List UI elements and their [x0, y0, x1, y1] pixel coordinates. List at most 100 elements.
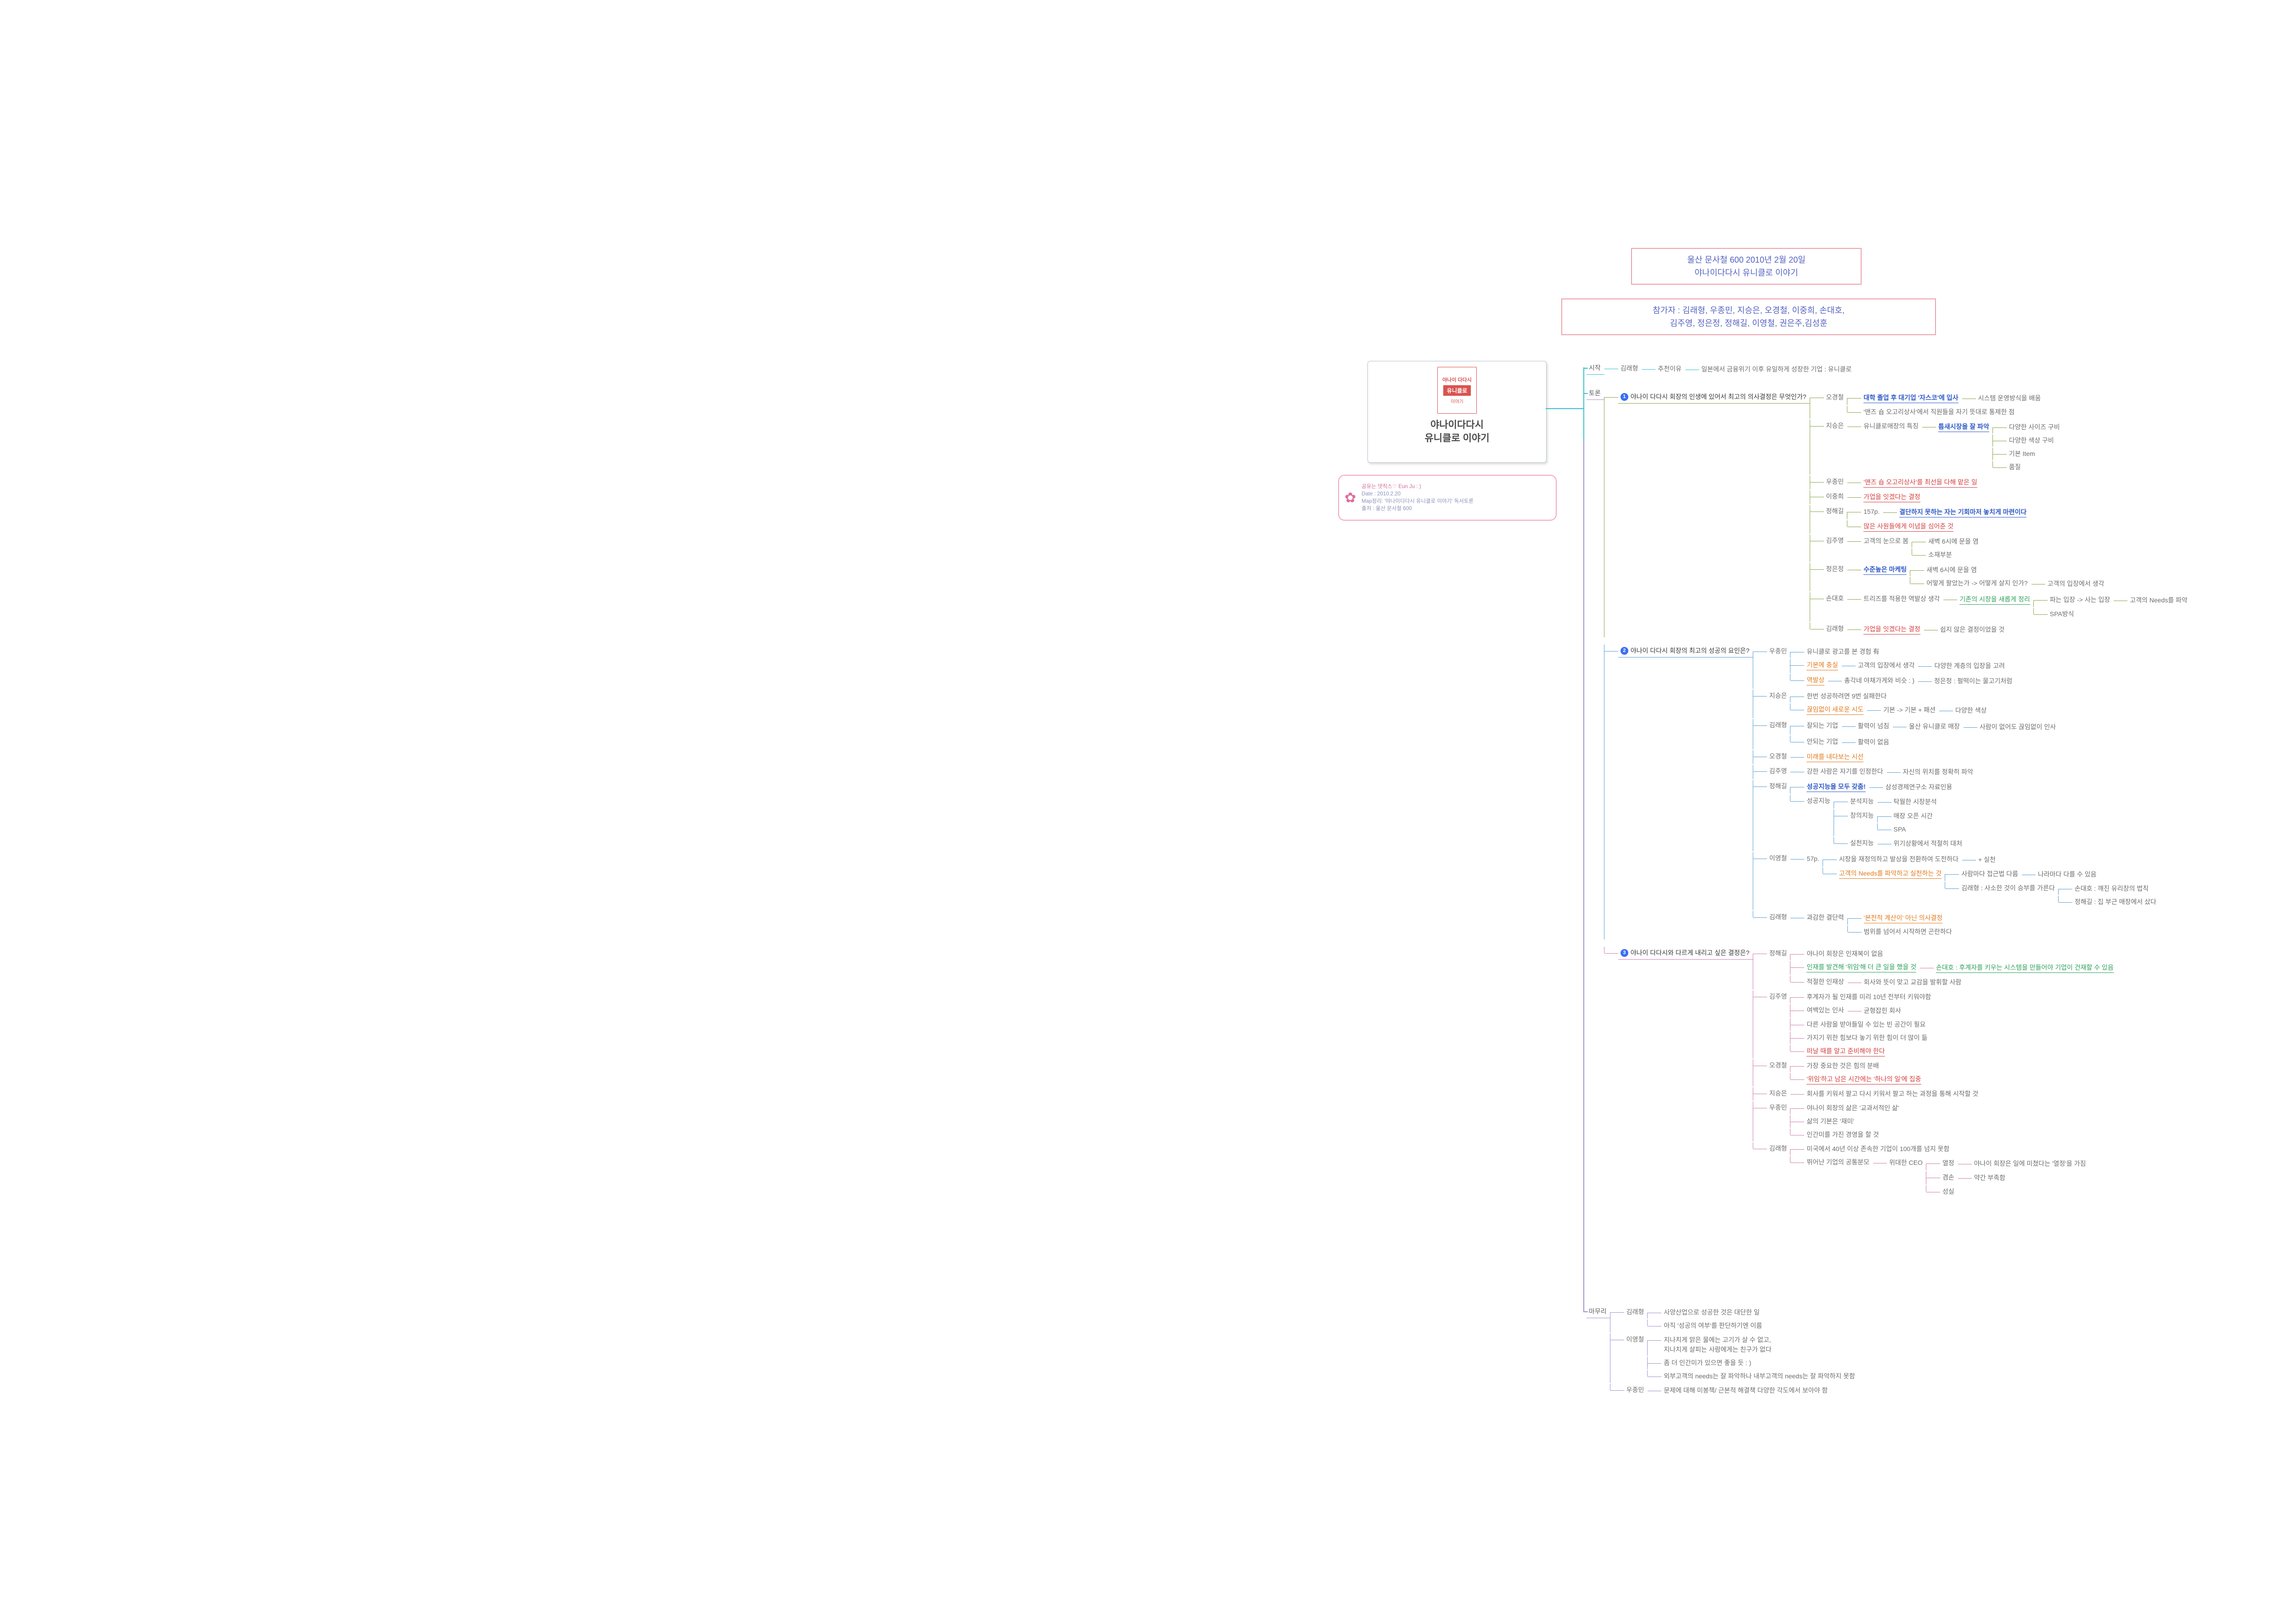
map-node[interactable]: 많은 사원들에게 이념을 심어준 것: [1861, 520, 1957, 533]
map-node[interactable]: 강한 사람은 자기를 인정한다: [1804, 765, 1886, 778]
map-node[interactable]: 김주영: [1767, 990, 1791, 1003]
map-node[interactable]: 균형잡힌 회사: [1862, 1005, 1905, 1017]
map-node[interactable]: 범위를 넘어서 시작하면 곤란하다: [1862, 926, 1956, 938]
map-node[interactable]: 이중희: [1824, 490, 1848, 503]
map-node[interactable]: 일본에서 금융위기 이후 유일하게 성장한 기업 : 유니클로: [1699, 363, 1855, 376]
map-node[interactable]: 지나치게 맑은 물에는 고기가 살 수 없고, 지나치게 살피는 사람에게는 친…: [1661, 1334, 1775, 1356]
map-node[interactable]: '맨즈 숍 오고리상사'에서 직원들을 자기 뜻대로 통제한 점: [1861, 406, 2018, 418]
map-node[interactable]: 탁월한 시장분석: [1891, 796, 1941, 808]
map-node[interactable]: 삼성경제연구소 자료인용: [1883, 781, 1956, 793]
map-node[interactable]: 적절한 인재상: [1804, 976, 1847, 988]
map-node[interactable]: 안되는 기업: [1804, 736, 1841, 748]
map-node[interactable]: 트리즈를 적용한 역발상 생각: [1861, 593, 1943, 605]
map-node[interactable]: 야나이 회장은 일에 미쳤다는 '열정'을 가짐: [1972, 1157, 2090, 1170]
map-node[interactable]: SPA: [1891, 823, 1910, 836]
map-node[interactable]: 정은정: [1824, 563, 1848, 575]
map-node[interactable]: 위기상황에서 적절히 대처: [1891, 837, 1966, 850]
map-node[interactable]: 손대호 : 깨진 유리창의 법칙: [2072, 882, 2152, 895]
map-node[interactable]: 가지기 위한 힘보다 놓기 위한 힘이 더 많이 듦: [1804, 1032, 1931, 1044]
map-node[interactable]: 이영철: [1767, 852, 1791, 865]
map-node[interactable]: 오경철: [1767, 750, 1791, 763]
map-node[interactable]: 나라마다 다를 수 있음: [2036, 868, 2100, 881]
map-node[interactable]: 총각네 야채가게와 비슷 : ): [1842, 674, 1918, 687]
branch-topic[interactable]: 토론: [1587, 387, 1604, 400]
map-node[interactable]: 새벽 6시에 문을 염: [1926, 535, 1982, 548]
map-node[interactable]: 정해길: [1767, 947, 1791, 960]
map-node[interactable]: 우종민: [1767, 645, 1791, 657]
map-node[interactable]: 외부고객의 needs는 잘 파악하나 내부고객의 needs는 잘 파악하지 …: [1661, 1370, 1859, 1382]
map-node[interactable]: 품질: [2007, 461, 2025, 473]
map-node[interactable]: 미래를 내다보는 시선: [1804, 751, 1867, 764]
map-node[interactable]: 창의지능: [1848, 809, 1878, 822]
map-node[interactable]: '위임'하고 남은 시간에는 '하나의 일'에 집중: [1804, 1073, 1925, 1086]
map-node[interactable]: 고객의 눈으로 봄: [1861, 535, 1912, 547]
map-node[interactable]: 고객의 Needs를 파악: [2127, 594, 2191, 607]
map-node[interactable]: 매장 오픈 시간: [1891, 810, 1936, 822]
map-node[interactable]: 지승은: [1767, 690, 1791, 702]
map-node[interactable]: 고객의 입장에서 생각: [2045, 578, 2108, 590]
map-node[interactable]: 기본 -> 기본 + 패션: [1881, 704, 1939, 716]
map-node[interactable]: 김래형 : 사소한 것이 승부를 가른다: [1959, 882, 2059, 894]
map-node[interactable]: 기본에 충실: [1804, 659, 1841, 672]
map-node[interactable]: '본전적 계산이' 아닌 의사결정: [1862, 912, 1947, 925]
map-node[interactable]: 열정: [1940, 1157, 1958, 1169]
map-node[interactable]: 실천지능: [1848, 837, 1878, 849]
map-node[interactable]: 쉽지 않은 결정이었을 것: [1938, 624, 2008, 636]
map-node[interactable]: 오경철: [1767, 1059, 1791, 1072]
map-node[interactable]: 새벽 6시에 문을 염: [1924, 564, 1981, 576]
map-node[interactable]: 김래형: [1618, 362, 1642, 375]
map-node[interactable]: 회사와 뜻이 맞고 교감을 발휘할 사람: [1862, 976, 1965, 989]
map-node[interactable]: 유니클로 광고를 본 경험 有: [1804, 646, 1883, 658]
map-node[interactable]: 여백있는 인사: [1804, 1004, 1847, 1017]
map-node[interactable]: 역발상: [1804, 674, 1828, 687]
map-node[interactable]: 다양한 색상: [1953, 704, 1990, 717]
map-node[interactable]: 미국에서 40년 이상 존속한 기업이 100개를 넘지 못함: [1804, 1143, 1953, 1155]
map-node[interactable]: 소재부분: [1926, 549, 1956, 561]
map-node[interactable]: 어떻게 팔았는가 -> 어떻게 살지 인가?: [1924, 577, 2031, 590]
map-node[interactable]: 야나이 회장의 삶은 '교과서적인 삶': [1804, 1102, 1902, 1114]
map-node[interactable]: 김래형: [1824, 623, 1848, 635]
map-node[interactable]: 아직 '성공의 여부'를 판단하기엔 이름: [1661, 1320, 1766, 1332]
map-node[interactable]: 가업을 잇겠다는 결정: [1861, 491, 1924, 504]
map-node[interactable]: 활력이 넘침: [1856, 720, 1893, 732]
map-node[interactable]: 가장 중요한 것은 힘의 분배: [1804, 1060, 1882, 1072]
branch-topic[interactable]: 마무리: [1587, 1305, 1610, 1318]
map-node[interactable]: 끊임없이 새로운 시도: [1804, 703, 1867, 716]
map-node[interactable]: 대학 졸업 후 대기업 '자스코'에 입사: [1861, 392, 1962, 405]
map-node[interactable]: 다양한 계층의 입장을 고려: [1932, 660, 2008, 672]
map-node[interactable]: 위대한 CEO: [1887, 1157, 1926, 1169]
map-node[interactable]: 정해길: [1767, 780, 1791, 792]
map-node[interactable]: 인간미를 가진 경영을 할 것: [1804, 1129, 1882, 1141]
sticky-note[interactable]: ✿ 공유는 댓칙스♡ Eun Ju : ) Date : 2010.2.20 M…: [1338, 475, 1557, 521]
map-node[interactable]: 한번 성공하려면 9번 실패한다: [1804, 690, 1890, 702]
map-node[interactable]: 우종민: [1824, 476, 1848, 488]
map-node[interactable]: 문제에 대해 미봉책/ 근본적 해결책 다양한 각도에서 보아야 함: [1661, 1384, 1831, 1397]
map-node[interactable]: 가업을 잇겠다는 결정: [1861, 623, 1924, 636]
map-node[interactable]: 겸손: [1940, 1171, 1958, 1184]
map-node[interactable]: 시스템 운영방식을 배움: [1976, 392, 2045, 405]
map-node[interactable]: 뛰어난 기업의 공통분모: [1804, 1156, 1873, 1169]
map-node[interactable]: 정해길 : 집 부근 매장에서 샀다: [2072, 896, 2160, 908]
map-node[interactable]: 파는 입장 -> 사는 입장: [2048, 594, 2114, 606]
map-node[interactable]: 사람마다 접근법 다름: [1959, 868, 2022, 880]
map-node[interactable]: 고객의 Needs를 파악하고 실천하는 것: [1837, 867, 1945, 880]
map-node[interactable]: 우종민: [1767, 1101, 1791, 1114]
map-node[interactable]: 다른 사람을 받아들일 수 있는 빈 공간이 필요: [1804, 1018, 1929, 1031]
map-node[interactable]: SPA방식: [2048, 608, 2078, 620]
map-node[interactable]: 결단하지 못하는 자는 기회마저 놓치게 마련이다: [1897, 506, 2030, 519]
map-node[interactable]: 유니클로매장의 특징: [1861, 420, 1922, 433]
map-node[interactable]: 지승은: [1767, 1087, 1791, 1100]
map-node[interactable]: 떠날 때를 알고 준비해야 한다: [1804, 1045, 1888, 1058]
map-node[interactable]: 수준높은 마케팅: [1861, 563, 1910, 576]
map-node[interactable]: 활력이 없음: [1856, 736, 1893, 748]
map-node[interactable]: 성공지능을 모두 갖춤!: [1804, 781, 1869, 793]
map-node[interactable]: 57p.: [1804, 853, 1823, 865]
map-node[interactable]: 성실: [1940, 1186, 1958, 1198]
map-node[interactable]: 김래형: [1767, 719, 1791, 731]
map-node[interactable]: 과감한 결단력: [1804, 911, 1847, 924]
map-node[interactable]: 분석지능: [1848, 795, 1878, 808]
map-node[interactable]: 회사를 키워서 팔고 다시 키워서 팔고 하는 과정을 통해 시작할 것: [1804, 1088, 1982, 1100]
map-node[interactable]: 다양한 사이즈 구비: [2007, 421, 2064, 433]
map-node[interactable]: 고객의 입장에서 생각: [1856, 659, 1919, 672]
